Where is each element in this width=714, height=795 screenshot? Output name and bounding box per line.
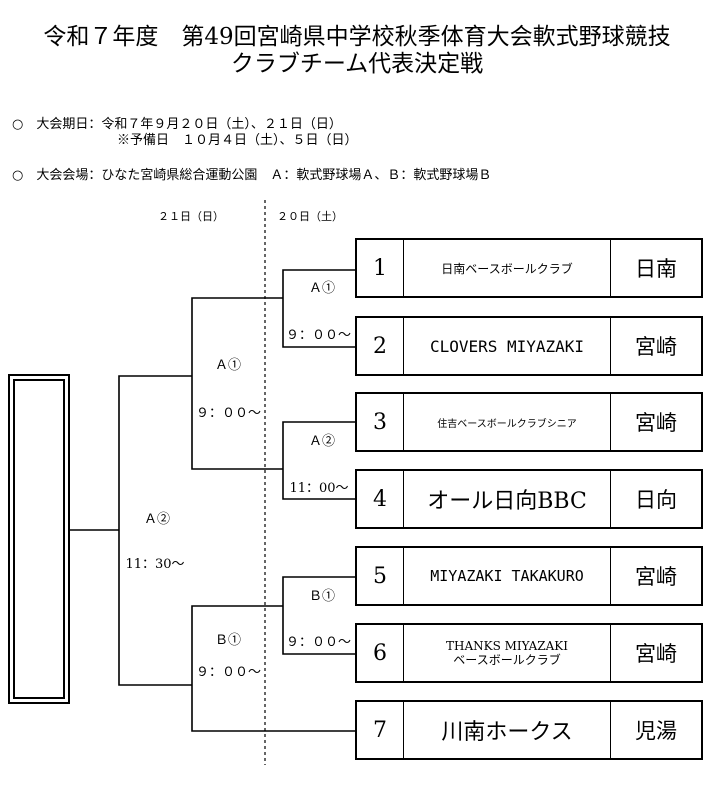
team-number: 7 [357,702,404,758]
page-title-line1: 令和７年度 第49回宮崎県中学校秋季体育大会軟式野球競技 [43,24,671,50]
bracket-final [118,375,192,686]
venue-info: ○ 大会会場：ひなた宮崎県総合運動公園 Ａ：軟式野球場Ａ、Ｂ：軟式野球場Ｂ [12,168,492,183]
game-b1-time: ９：００～ [286,635,352,650]
team-region: 児湯 [635,719,677,743]
team-region: 日向 [635,488,677,512]
team-region: 宮崎 [635,411,677,435]
team-number: 1 [357,240,404,296]
team-name: 川南ホークス [404,702,611,758]
reserve-info: ※予備日 １０月４日（土）、５日（日） [117,133,358,148]
team-region: 宮崎 [635,642,677,666]
team-name: MIYAZAKI TAKAKURO [404,548,611,604]
team-region: 宮崎 [635,565,677,589]
bracket-sf-b1 [191,605,355,732]
team-region: 日南 [635,257,677,281]
game-a2-field: Ａ② [308,434,335,449]
team-row-4: 4 オール日向BBC 日向 [355,469,703,529]
team-name: 住吉ベースボールクラブシニア [404,394,611,450]
game-sf-b1-time: ９：００～ [196,665,262,680]
team-region: 宮崎 [635,335,677,359]
bracket-sf-a1 [191,297,283,470]
period-info: ○ 大会期日：令和７年９月２０日（土）、２１日（日） [12,117,342,132]
winner-box [8,374,70,704]
team-name: 日南ベースボールクラブ [404,240,611,296]
team-row-5: 5 MIYAZAKI TAKAKURO 宮崎 [355,546,703,606]
day-header-21: ２１日（日） [158,210,224,223]
game-sf-a1-time: ９：００～ [196,406,262,421]
team-name: CLOVERS MIYAZAKI [404,318,611,374]
team-row-7: 7 川南ホークス 児湯 [355,700,703,760]
page-title-line2: クラブチーム代表決定戦 [230,51,484,77]
game-a1-field: Ａ① [308,281,335,296]
team-number: 4 [357,471,404,527]
team-name: オール日向BBC [404,471,611,527]
team-name: THANKS MIYAZAKI ベースボールクラブ [404,625,611,681]
game-sf-a1-field: Ａ① [214,358,241,373]
game-final-field: Ａ② [143,512,170,527]
team-row-3: 3 住吉ベースボールクラブシニア 宮崎 [355,392,703,452]
game-sf-b1-field: Ｂ① [214,633,241,648]
team-number: 2 [357,318,404,374]
game-b1-field: Ｂ① [308,589,335,604]
team-number: 3 [357,394,404,450]
game-a2-time: 11：00～ [289,481,349,496]
bracket-1-2 [282,269,355,348]
game-a1-time: ９：００～ [286,328,352,343]
day-header-20: ２０日（土） [277,210,343,223]
team-number: 6 [357,625,404,681]
game-final-time: 11：30～ [125,557,185,572]
team-number: 5 [357,548,404,604]
team-row-6: 6 THANKS MIYAZAKI ベースボールクラブ 宮崎 [355,623,703,683]
team-row-2: 2 CLOVERS MIYAZAKI 宮崎 [355,316,703,376]
bracket-5-6 [282,576,355,655]
bracket-3-4 [282,421,355,500]
team-row-1: 1 日南ベースボールクラブ 日南 [355,238,703,298]
